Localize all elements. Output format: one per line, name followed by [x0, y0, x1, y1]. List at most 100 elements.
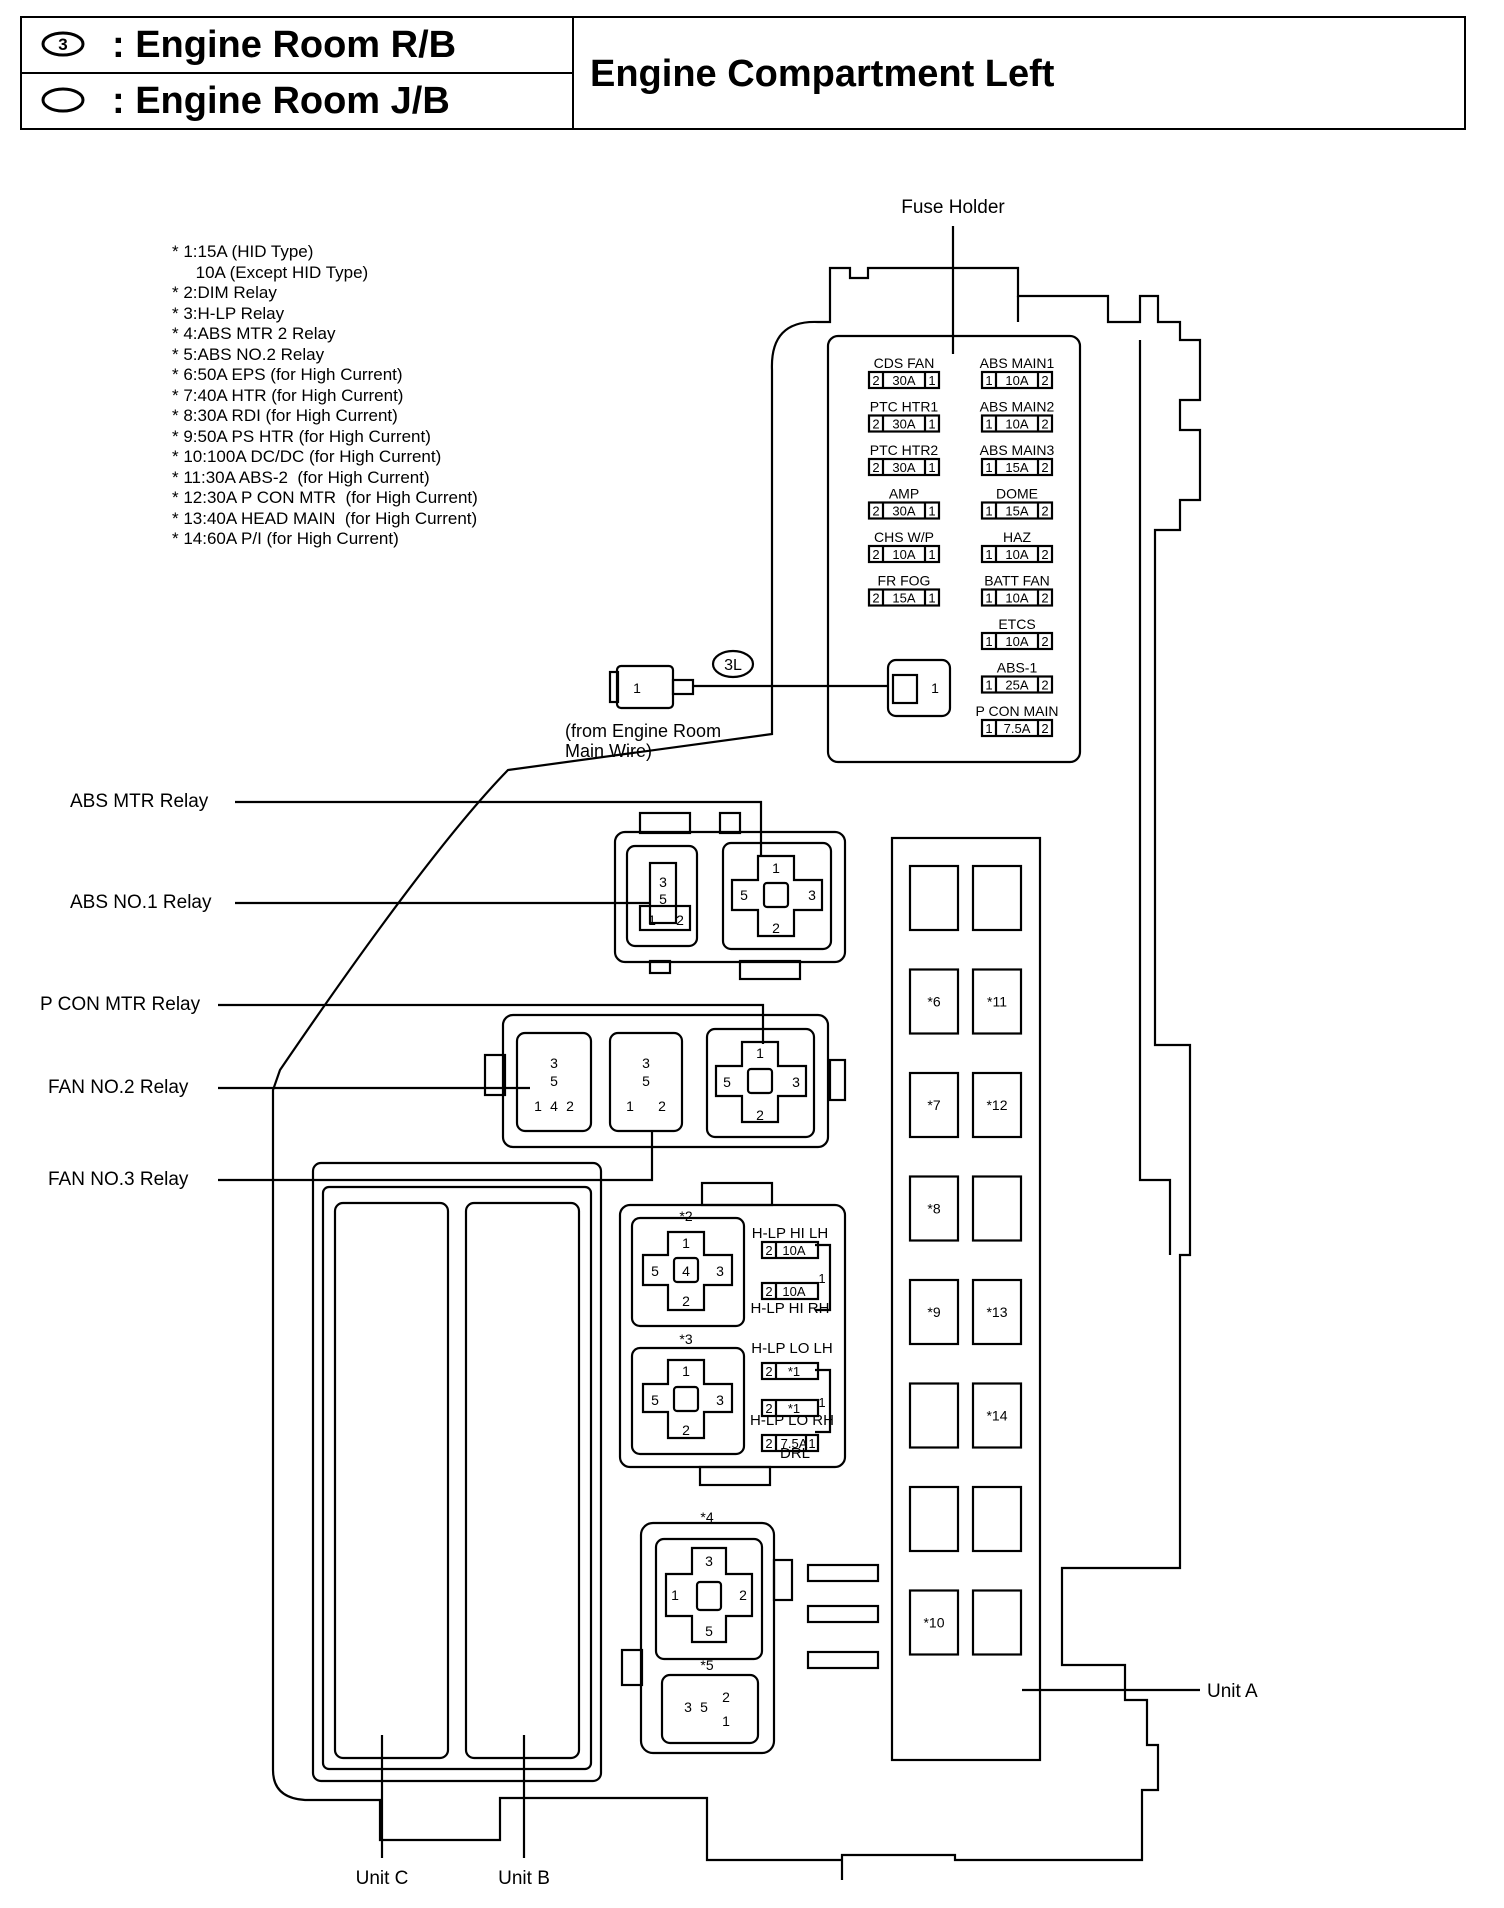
unit-a-slot [908, 1485, 960, 1553]
connector-left-pin: 1 [633, 680, 641, 696]
connector-code-badge [711, 649, 755, 679]
relay-pin: 1 [671, 1587, 679, 1603]
hlp-fuse-pin: 2 [765, 1401, 772, 1416]
fuse-frame [980, 718, 1054, 738]
hlp-relay-block [618, 1181, 847, 1487]
relay-pin: 4 [682, 1263, 690, 1279]
fuse-pin-b: 2 [1041, 373, 1048, 388]
relay-pin: 1 [534, 1098, 542, 1114]
p-con-mtr-relay-pointer [218, 1003, 765, 1044]
hlp-fuse-amp: 10A [782, 1284, 805, 1299]
relay-pin: 1 [682, 1235, 690, 1251]
fuse-pin-b: 1 [928, 591, 935, 606]
footnote-item: * 8:30A RDI (for High Current) [172, 406, 398, 425]
fuse-pin-a: 1 [985, 591, 992, 606]
relay-pin: 4 [550, 1098, 558, 1114]
unit-b-label: Unit B [498, 1868, 550, 1889]
fuse-name: ABS MAIN2 [980, 399, 1055, 415]
unit-a-slot: *8 [908, 1175, 960, 1242]
fuse-name: CHS W/P [874, 529, 934, 545]
header-table: 3 : Engine Room R/B : Engine Room J/B En… [20, 16, 1466, 130]
fuse-name: HAZ [1003, 529, 1031, 545]
unit-a-slot [971, 864, 1023, 932]
relay-pin: 1 [722, 1713, 730, 1729]
fuse-pin-b: 1 [928, 547, 935, 562]
fuse-pin-b: 1 [928, 460, 935, 475]
footnote-item: * 9:50A PS HTR (for High Current) [172, 426, 431, 446]
fuse-frame [867, 457, 941, 477]
fuse-holder-label: Fuse Holder [901, 197, 1005, 218]
fuse-pin-a: 2 [872, 547, 879, 562]
fuse-name: ABS-1 [997, 660, 1038, 676]
fuse-pin-b: 2 [1041, 591, 1048, 606]
fuse-pin-b: 1 [928, 417, 935, 432]
fuse-frame [980, 501, 1054, 520]
relay-pin: 5 [740, 887, 748, 903]
hlp-fuse-pin: 2 [765, 1243, 772, 1258]
footnote-item: * 6:50A EPS (for High Current) [172, 365, 403, 384]
relay-pin: 5 [651, 1392, 659, 1408]
hlp-fuse-pin: 2 [765, 1284, 772, 1299]
connector-right-pin: 1 [931, 680, 939, 696]
drl-label: DRL [780, 1445, 810, 1462]
connector-left [608, 664, 695, 710]
fuse-frame [867, 370, 941, 390]
hlp-fuse-pin: 2 [765, 1436, 772, 1451]
jb-symbol-icon [41, 87, 85, 113]
page-title: Engine Compartment Left [590, 53, 1055, 95]
relay-3-label: *3 [679, 1331, 692, 1347]
fuse-pin-a: 2 [872, 373, 879, 388]
footnote-item: * 2:DIM Relay [172, 283, 277, 302]
fuse-amp: 15A [1005, 504, 1028, 519]
from-wire-line-1: (from Engine Room [565, 721, 721, 741]
fuse-amp: 7.5A [1004, 721, 1031, 736]
fuse-pin-a: 2 [872, 460, 879, 475]
fuse-pin-a: 2 [872, 504, 879, 519]
unit-a-slot-label: *12 [986, 1097, 1007, 1113]
fuse-amp: 10A [1005, 591, 1028, 606]
connector-right [886, 658, 952, 718]
unit-a-slot [971, 1485, 1023, 1553]
relay-pin: 3 [716, 1263, 724, 1279]
footnote-item: * 7:40A HTR (for High Current) [172, 385, 404, 405]
fan-no3-relay-pointer [218, 1130, 654, 1182]
footnote-item: * 5:ABS NO.2 Relay [172, 344, 325, 364]
unit-b-box [464, 1201, 581, 1760]
fuse-pin-a: 1 [985, 634, 992, 649]
unit-a-slot-label: *14 [986, 1408, 1007, 1424]
relay-pin: 1 [772, 860, 780, 876]
fuse-frame [980, 414, 1054, 433]
fuse-frame [867, 414, 941, 433]
relay-pin: 3 [684, 1699, 692, 1715]
abs-mtr-relay-label: ABS MTR Relay [70, 791, 209, 812]
fuse-name: ETCS [998, 616, 1035, 632]
fuse-pin-a: 1 [985, 504, 992, 519]
footnote-item: * 11:30A ABS-2 (for High Current) [172, 467, 430, 487]
relay-pin: 1 [756, 1045, 764, 1061]
abs-mtr-relay-pointer [235, 800, 763, 856]
header-rb-cell: 3 : Engine Room R/B [22, 18, 574, 74]
fuse-frame [867, 544, 941, 564]
footnote-item: * 14:60A P/I (for High Current) [172, 529, 399, 548]
fuse-frame [980, 675, 1054, 694]
hlp-fuse: 2*1 [760, 1361, 820, 1381]
fuse-frame [980, 588, 1054, 607]
relay-pin: 2 [722, 1689, 730, 1705]
unit-a-slot-label: *6 [927, 994, 940, 1010]
relay-pin: 3 [659, 874, 667, 890]
hlp-fuse: 2*1 [760, 1398, 820, 1418]
relay-pin: 5 [659, 891, 667, 907]
hlp-fuse-amp: 10A [782, 1243, 805, 1258]
hlp-common-pin: 1 [818, 1395, 825, 1410]
relay-pin: 2 [739, 1587, 747, 1603]
fuse-pin-b: 2 [1041, 547, 1048, 562]
footnote-item: * 1:15A (HID Type) [172, 242, 314, 261]
unit-a-slot: *14 [971, 1382, 1023, 1449]
